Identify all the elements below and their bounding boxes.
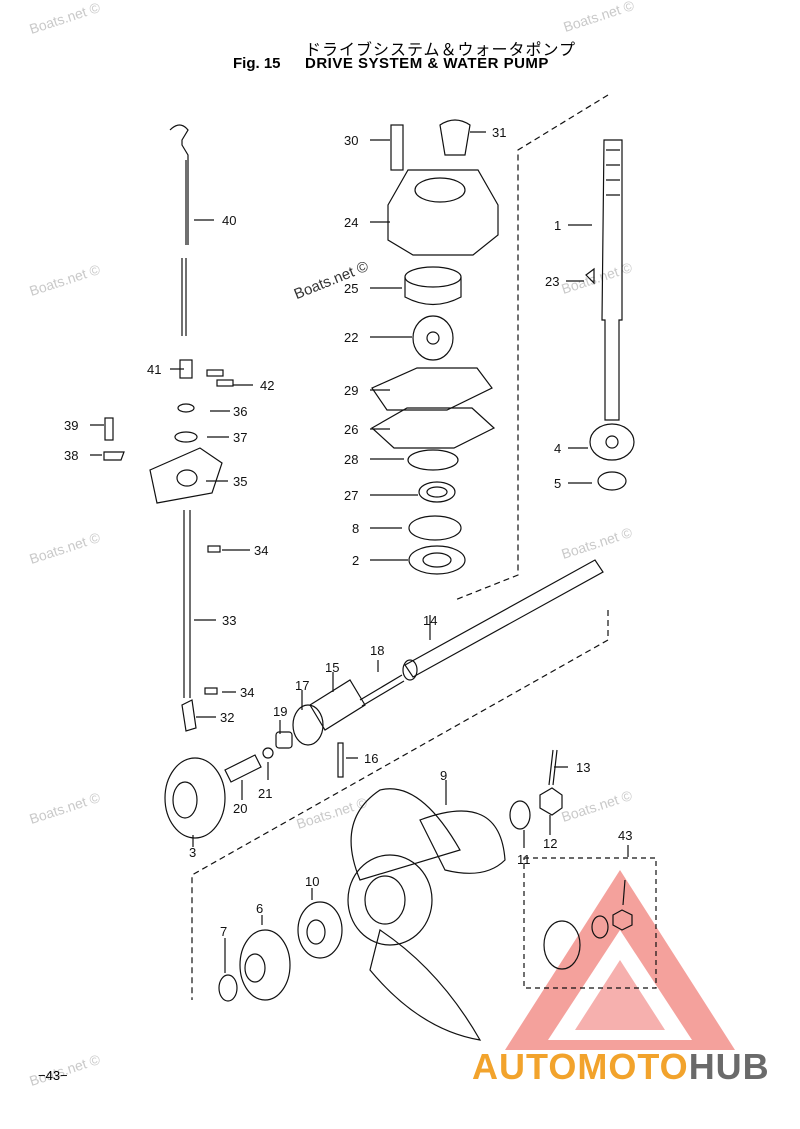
callout-label: 34 bbox=[240, 685, 254, 700]
callout-label: 43 bbox=[618, 828, 632, 843]
brand-part-hub: HUB bbox=[688, 1046, 770, 1087]
callout-label: 9 bbox=[440, 768, 447, 783]
callout-label: 26 bbox=[344, 422, 358, 437]
callout-label: 25 bbox=[344, 281, 358, 296]
callout-label: 35 bbox=[233, 474, 247, 489]
title-english: DRIVE SYSTEM & WATER PUMP bbox=[305, 55, 549, 72]
callout-label: 22 bbox=[344, 330, 358, 345]
page-number: −43− bbox=[38, 1068, 68, 1083]
callout-label: 4 bbox=[554, 441, 561, 456]
callout-label: 15 bbox=[325, 660, 339, 675]
callout-label: 28 bbox=[344, 452, 358, 467]
brand-part-moto: MOTO bbox=[577, 1046, 689, 1087]
callout-label: 33 bbox=[222, 613, 236, 628]
callout-label: 29 bbox=[344, 383, 358, 398]
callout-label: 1 bbox=[554, 218, 561, 233]
callout-label: 41 bbox=[147, 362, 161, 377]
figure-label: Fig. 15 bbox=[233, 55, 281, 72]
title-japanese: ドライブシステム＆ウォータポンプ bbox=[305, 40, 577, 59]
callout-label: 38 bbox=[64, 448, 78, 463]
callout-label: 42 bbox=[260, 378, 274, 393]
callout-label: 6 bbox=[256, 901, 263, 916]
callout-label: 39 bbox=[64, 418, 78, 433]
callout-label: 8 bbox=[352, 521, 359, 536]
callout-label: 23 bbox=[545, 274, 559, 289]
callout-label: 32 bbox=[220, 710, 234, 725]
callout-label: 2 bbox=[352, 553, 359, 568]
callout-label: 40 bbox=[222, 213, 236, 228]
callout-label: 12 bbox=[543, 836, 557, 851]
callout-label: 11 bbox=[517, 852, 531, 867]
callout-label: 30 bbox=[344, 133, 358, 148]
callout-label: 14 bbox=[423, 613, 437, 628]
brand-triangle-logo bbox=[505, 870, 735, 1050]
callout-label: 17 bbox=[295, 678, 309, 693]
callout-label: 34 bbox=[254, 543, 268, 558]
callout-label: 37 bbox=[233, 430, 247, 445]
callout-label: 24 bbox=[344, 215, 358, 230]
callout-label: 18 bbox=[370, 643, 384, 658]
callout-label: 13 bbox=[576, 760, 590, 775]
callout-label: 3 bbox=[189, 845, 196, 860]
callout-label: 5 bbox=[554, 476, 561, 491]
callout-label: 7 bbox=[220, 924, 227, 939]
brand-part-auto: AUTO bbox=[472, 1046, 578, 1087]
callout-label: 31 bbox=[492, 125, 506, 140]
callout-label: 27 bbox=[344, 488, 358, 503]
brand-logo-text: AUTOMOTOHUB bbox=[472, 1046, 770, 1088]
callout-label: 20 bbox=[233, 801, 247, 816]
callout-label: 21 bbox=[258, 786, 272, 801]
callout-label: 10 bbox=[305, 874, 319, 889]
callout-label: 16 bbox=[364, 751, 378, 766]
callout-label: 36 bbox=[233, 404, 247, 419]
callout-label: 19 bbox=[273, 704, 287, 719]
